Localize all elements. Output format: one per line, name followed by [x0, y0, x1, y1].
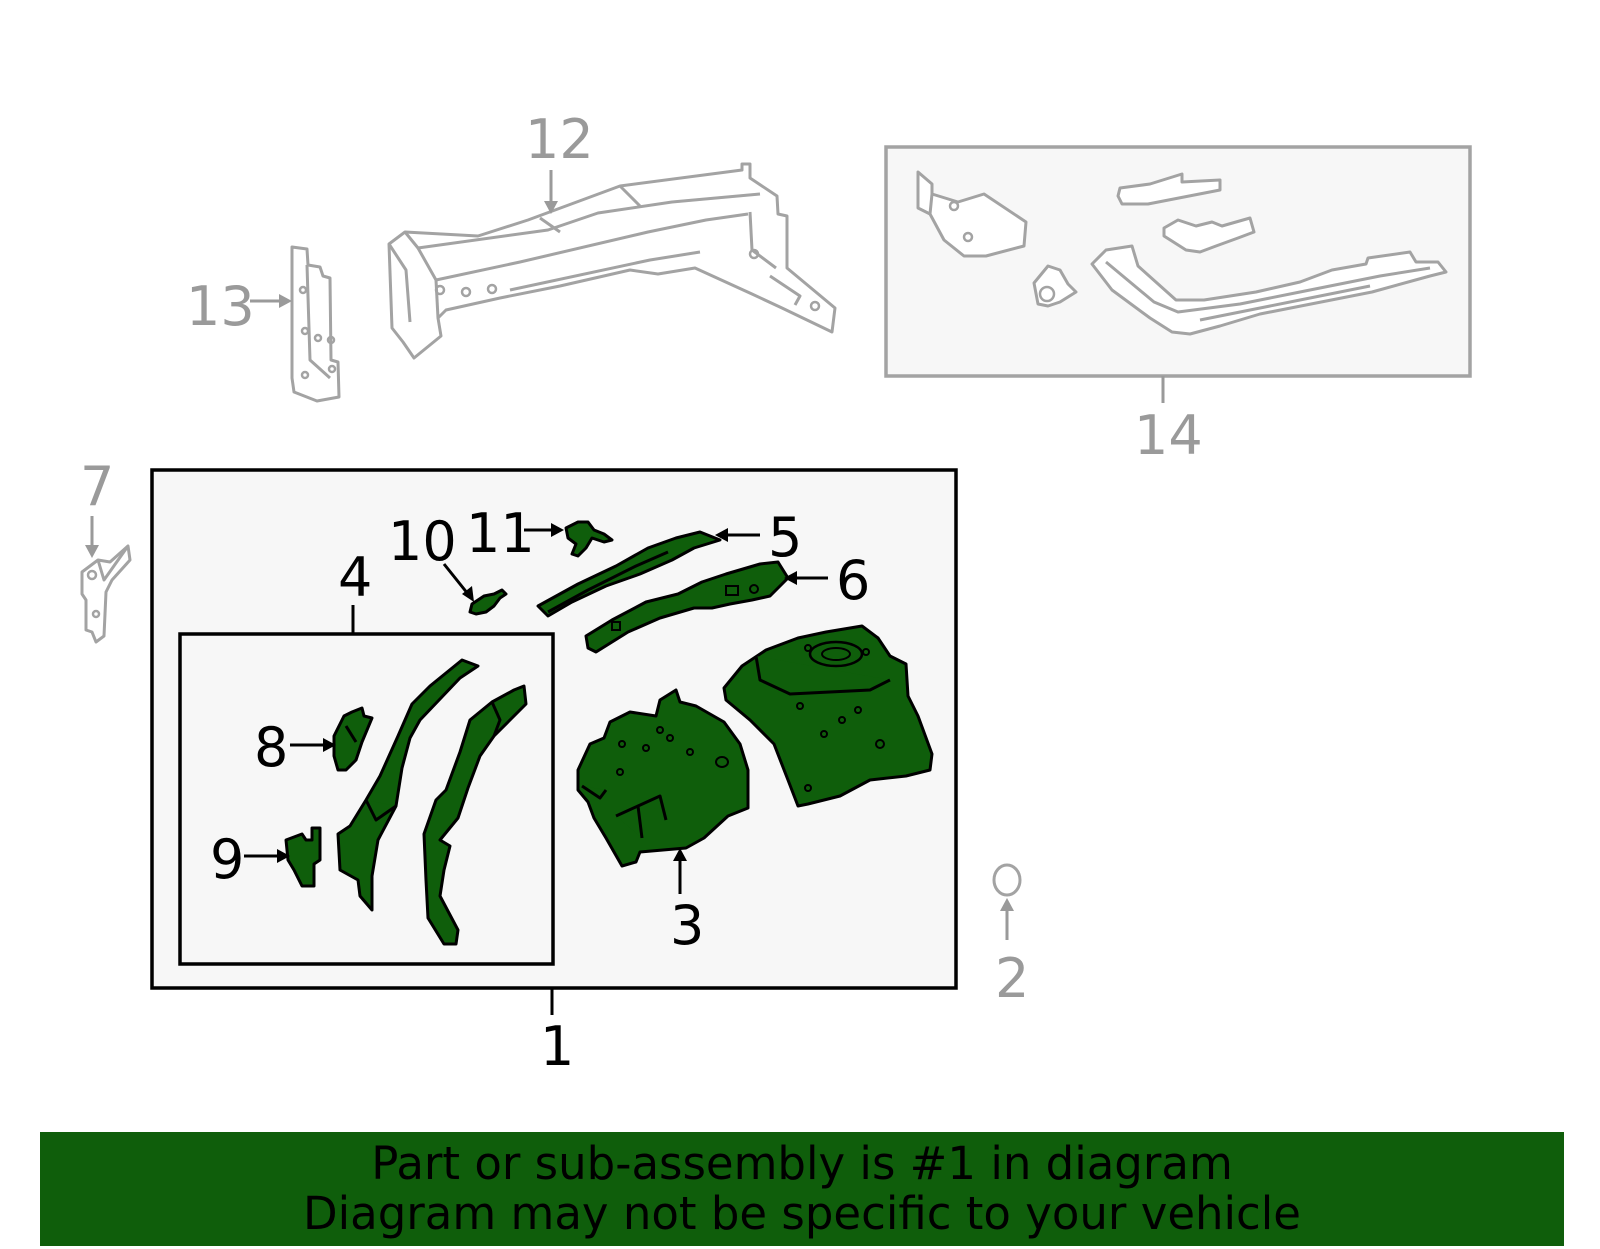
part-4-left-pillar[interactable] — [336, 658, 480, 912]
part-7-bracket[interactable] — [80, 544, 132, 644]
leader-12 — [544, 170, 558, 214]
leader-5 — [715, 528, 760, 542]
part-1-strut-tower[interactable] — [722, 624, 934, 808]
leader-13 — [250, 294, 292, 308]
leader-8 — [290, 738, 336, 752]
callout-10: 10 — [388, 510, 457, 573]
part-9-bracket[interactable] — [284, 826, 322, 888]
leader-9 — [244, 849, 290, 863]
callout-8: 8 — [254, 716, 288, 779]
callout-14: 14 — [1134, 404, 1203, 467]
part-12-apron-member[interactable] — [387, 162, 837, 360]
leader-3 — [673, 848, 687, 894]
callout-6: 6 — [836, 549, 870, 612]
part-10-clip[interactable] — [468, 588, 508, 616]
part-5-upper-rail[interactable] — [536, 530, 722, 618]
callout-12: 12 — [525, 108, 594, 171]
part-6-lower-rail[interactable] — [584, 560, 790, 654]
part-3-wheelhouse[interactable] — [576, 688, 750, 868]
info-banner: Part or sub-assembly is #1 in diagram Di… — [40, 1132, 1564, 1246]
callout-3: 3 — [670, 894, 704, 957]
part-13-bracket[interactable] — [290, 245, 341, 403]
callout-11: 11 — [466, 502, 535, 565]
box-4-subassembly — [178, 605, 555, 966]
banner-line-1: Part or sub-assembly is #1 in diagram — [371, 1137, 1233, 1190]
part-4-right-pillar[interactable] — [422, 684, 528, 946]
callout-5: 5 — [768, 506, 802, 569]
part-11-clip[interactable] — [564, 520, 614, 558]
callout-1: 1 — [540, 1015, 574, 1078]
callout-2: 2 — [995, 947, 1029, 1010]
banner-line-2: Diagram may not be specific to your vehi… — [303, 1187, 1301, 1240]
part-8-bracket[interactable] — [332, 706, 374, 772]
leader-6 — [784, 571, 828, 585]
leader-7 — [85, 516, 99, 558]
part-14-components[interactable] — [916, 170, 1448, 336]
leader-10 — [442, 563, 474, 602]
part-2-grommet[interactable] — [992, 863, 1022, 897]
callout-4: 4 — [338, 546, 372, 609]
callout-13: 13 — [186, 275, 255, 338]
callout-7: 7 — [80, 455, 114, 518]
leader-2 — [1000, 898, 1014, 940]
leader-11 — [524, 523, 564, 537]
callout-9: 9 — [210, 828, 244, 891]
